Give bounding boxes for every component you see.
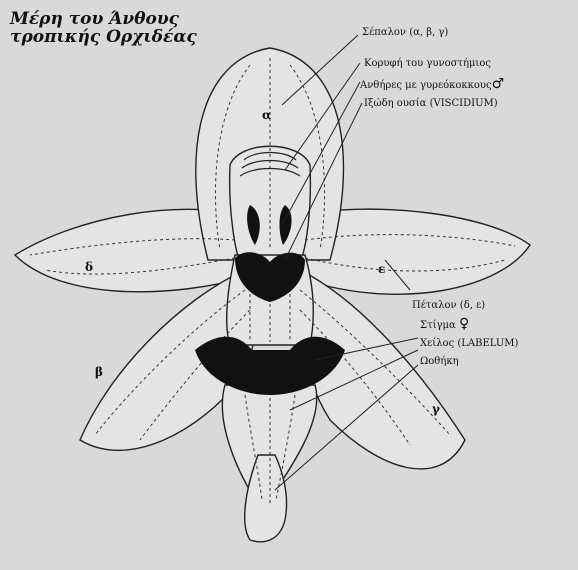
letter-beta: β xyxy=(95,365,103,379)
diagram-title: Μέρη του Άνθους τροπικής Ορχιδέας xyxy=(10,10,197,46)
label-anthers-text: Ανθήρες με γυρεόκοκκους xyxy=(360,80,492,91)
label-sepal: Σέπαλον (α, β, γ) xyxy=(362,27,448,38)
label-viscidium: Ιξώδη ουσία (VISCIDIUM) xyxy=(364,98,498,109)
label-labellum: Χείλος (LABELUM) xyxy=(420,338,518,349)
label-column-apex: Κορυφή του γυνοστήμιος xyxy=(364,58,491,69)
label-stigma: Στίγμα ♀ xyxy=(420,316,469,332)
letter-delta: δ xyxy=(85,260,93,274)
title-line-1: Μέρη του Άνθους xyxy=(10,10,197,28)
label-ovary: Ωοθήκη xyxy=(420,356,459,367)
title-line-2: τροπικής Ορχιδέας xyxy=(10,28,197,46)
letter-gamma: γ xyxy=(432,402,440,416)
male-symbol: ♂ xyxy=(492,76,505,92)
label-stigma-text: Στίγμα xyxy=(420,320,456,331)
female-symbol: ♀ xyxy=(459,316,469,332)
label-anthers: Ανθήρες με γυρεόκοκκους♂ xyxy=(360,76,504,92)
label-petal: Πέταλον (δ, ε) xyxy=(412,300,485,311)
letter-epsilon: ε xyxy=(378,262,385,276)
letter-alpha: α xyxy=(262,108,271,122)
